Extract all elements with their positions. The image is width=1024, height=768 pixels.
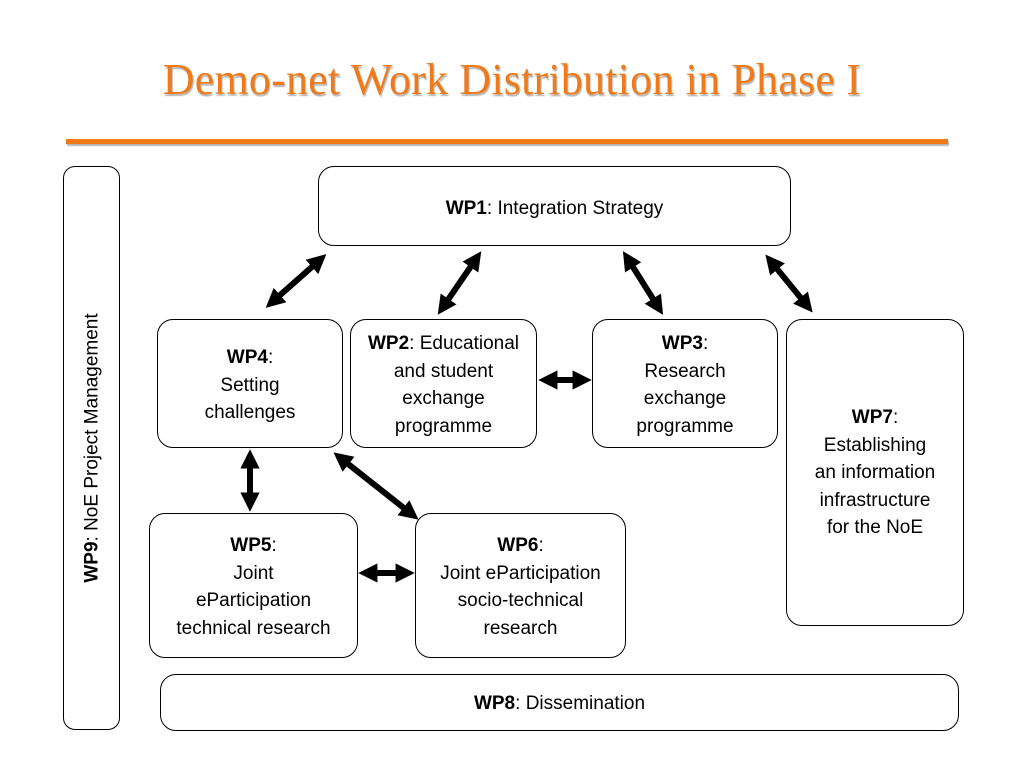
wp5-line: eParticipation xyxy=(195,590,312,611)
wp2-line: programme xyxy=(394,415,493,437)
arrow-wp1-wp3 xyxy=(622,251,664,315)
wp2-line: exchange xyxy=(402,388,485,409)
wp4-line: Setting xyxy=(220,374,280,396)
wp5-header: WP5: xyxy=(150,532,357,560)
arrow-wp1-wp4 xyxy=(265,254,327,308)
wp2-first: : Educational xyxy=(409,333,520,354)
wp7-box: WP7: Establishing an information infrast… xyxy=(786,319,964,626)
wp4-header: WP4: xyxy=(158,344,342,372)
wp6-line: research xyxy=(483,617,558,639)
wp7-code: WP7 xyxy=(851,407,893,428)
wp7-line: for the NoE xyxy=(826,517,924,538)
wp3-header: WP3: xyxy=(593,330,777,358)
wp6-line: Joint eParticipation xyxy=(440,562,601,584)
wp6-line: socio-technical xyxy=(457,590,584,611)
wp9-box: WP9: NoE Project Management xyxy=(63,166,120,730)
wp4-code: WP4 xyxy=(226,347,268,368)
wp1-text: : Integration Strategy xyxy=(486,198,664,219)
wp9-label: WP9: NoE Project Management xyxy=(78,313,106,582)
wp4-suffix: : xyxy=(267,347,274,368)
wp3-line: exchange xyxy=(643,388,727,409)
wp6-code: WP6 xyxy=(497,535,539,556)
arrow-wp1-wp7 xyxy=(765,254,813,313)
wp7-line: Establishing xyxy=(823,434,927,456)
wp9-text: : NoE Project Management xyxy=(80,313,102,542)
wp3-suffix: : xyxy=(702,333,709,354)
wp2-header: WP2: Educational xyxy=(351,330,536,358)
wp5-box: WP5: Joint eParticipation technical rese… xyxy=(149,513,358,658)
arrow-wp1-wp2 xyxy=(437,251,482,315)
wp7-header: WP7: xyxy=(787,404,963,432)
wp8-box: WP8: Dissemination xyxy=(160,674,959,731)
wp8-text: : Dissemination xyxy=(515,693,646,714)
wp5-line: Joint xyxy=(233,562,274,584)
wp5-line: technical research xyxy=(176,617,331,639)
wp2-line: and student xyxy=(393,360,494,382)
wp7-suffix: : xyxy=(892,407,899,428)
wp2-box: WP2: Educational and student exchange pr… xyxy=(350,319,537,448)
wp8-code: WP8 xyxy=(473,693,516,714)
wp3-line: programme xyxy=(636,415,734,437)
wp4-box: WP4: Setting challenges xyxy=(157,319,343,448)
wp9-code: WP9 xyxy=(80,541,102,583)
wp6-box: WP6: Joint eParticipation socio-technica… xyxy=(415,513,626,658)
wp1-code: WP1 xyxy=(445,198,487,219)
wp3-line: Research xyxy=(644,360,726,382)
wp3-code: WP3 xyxy=(661,333,703,354)
slide-title: Demo-net Work Distribution in Phase I xyxy=(162,55,862,104)
wp5-suffix: : xyxy=(271,535,277,556)
wp7-line: an information xyxy=(814,462,936,483)
wp6-header: WP6: xyxy=(416,532,625,560)
wp7-line: infrastructure xyxy=(819,489,931,511)
wp1-box: WP1: Integration Strategy xyxy=(318,166,791,246)
wp3-box: WP3: Research exchange programme xyxy=(592,319,778,448)
wp5-code: WP5 xyxy=(230,535,272,556)
arrow-wp4-wp6 xyxy=(333,452,419,520)
wp6-suffix: : xyxy=(538,535,544,556)
wp4-line: challenges xyxy=(204,402,296,423)
title-underline xyxy=(66,139,948,144)
wp2-code: WP2 xyxy=(367,333,410,354)
